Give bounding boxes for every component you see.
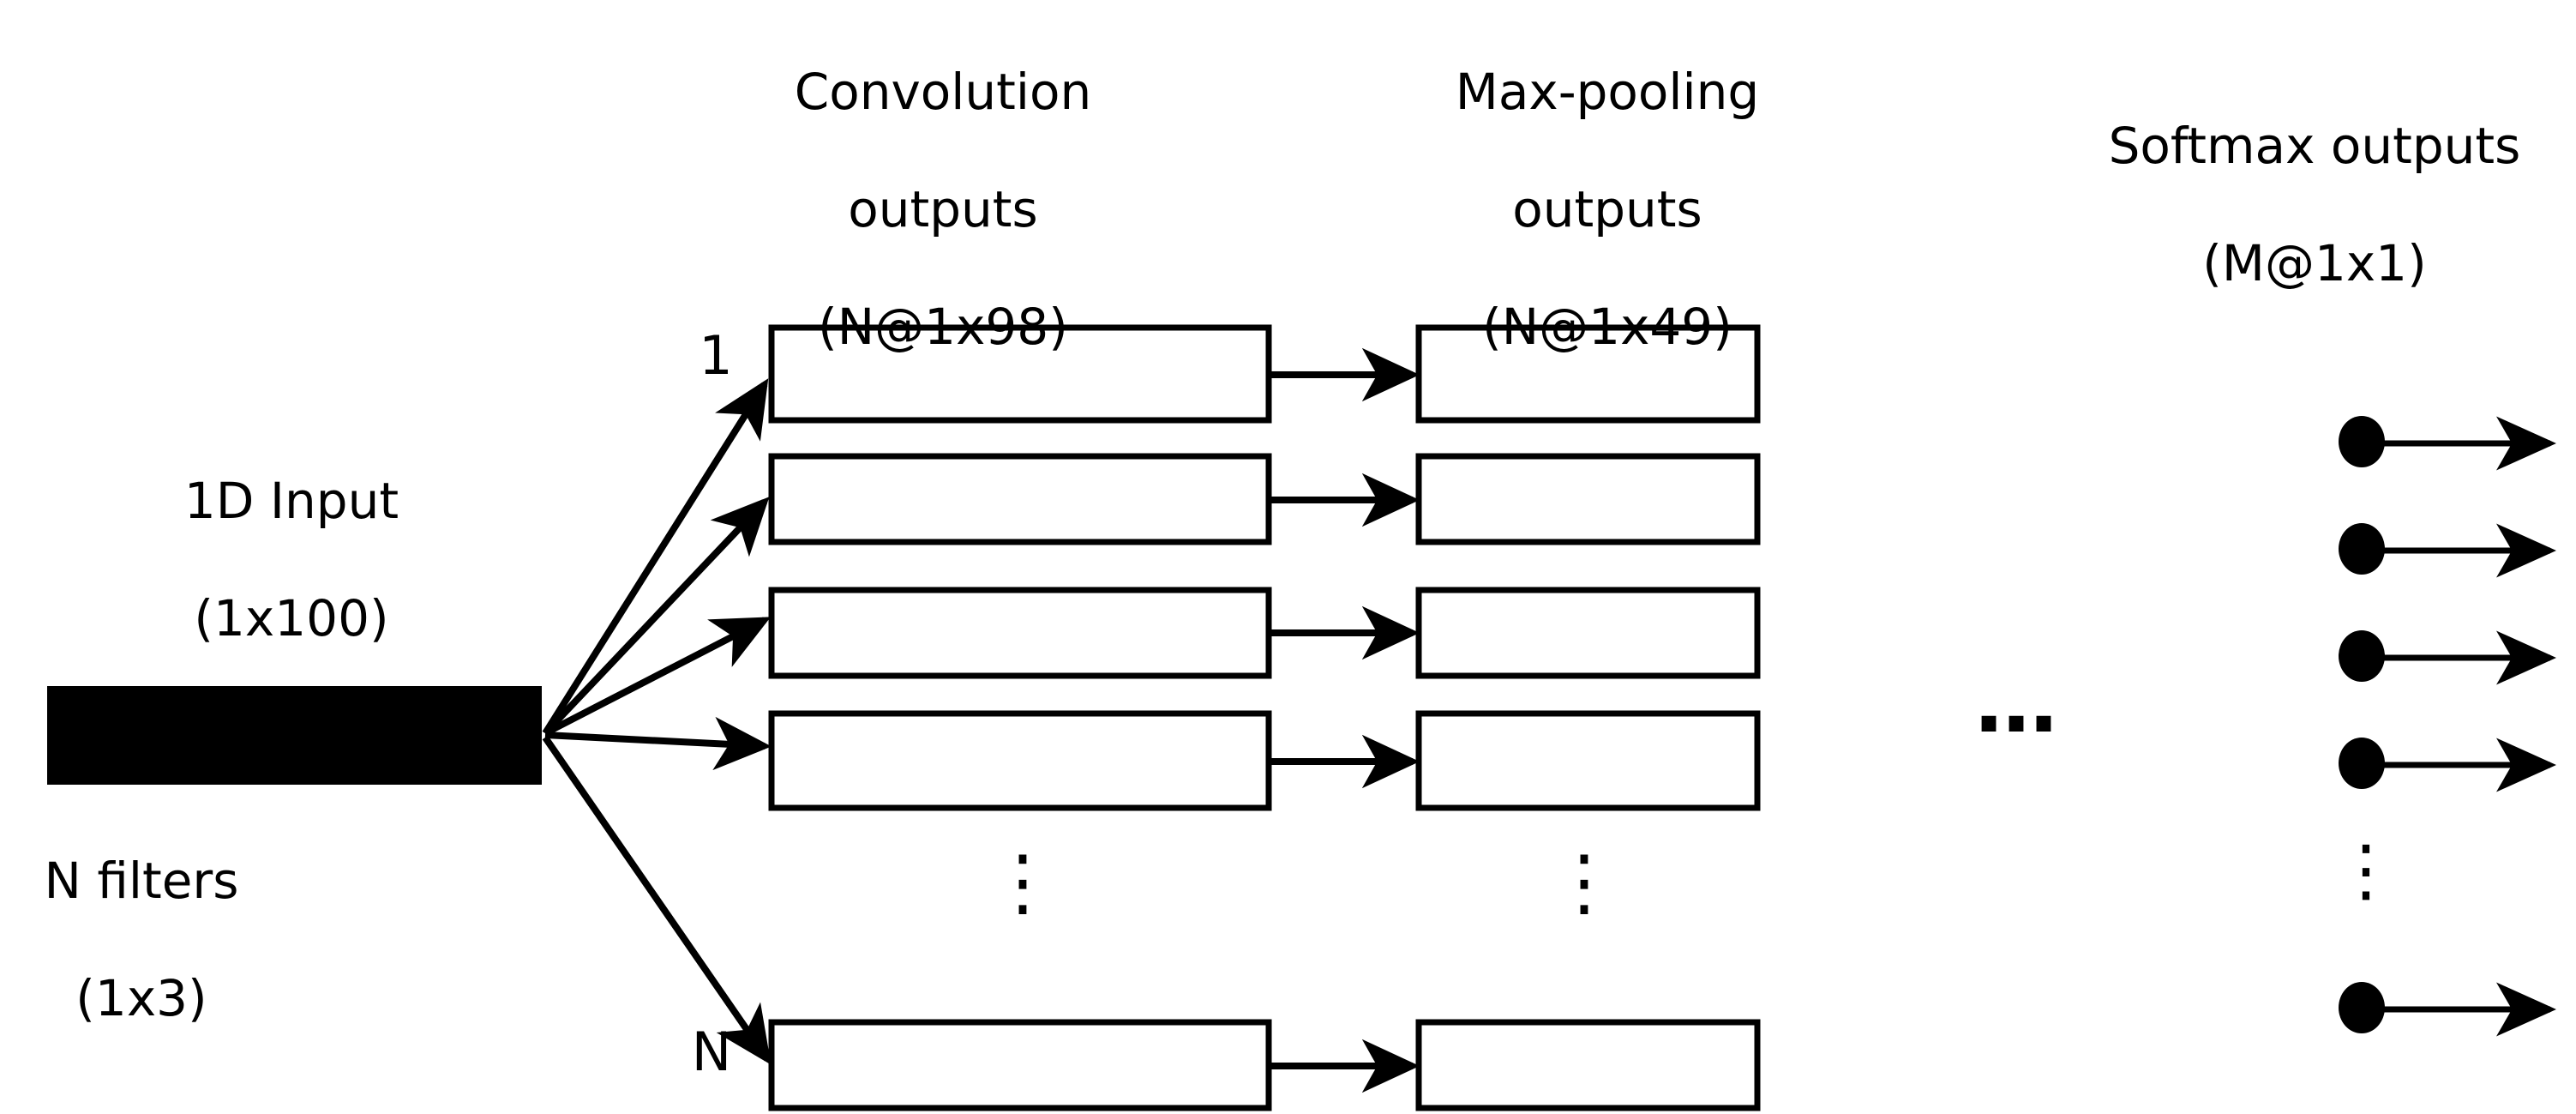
row-label-last: N: [691, 1021, 732, 1083]
convolution-column-ellipsis: ⋮: [986, 840, 1060, 925]
fanout-arrow-2: [543, 497, 770, 736]
softmax-node-4: [2339, 738, 2385, 789]
maxpooling-blocks: [1415, 324, 1761, 1111]
softmax-header-line1: Softmax outputs: [2108, 117, 2521, 176]
softmax-header: Softmax outputs (M@1x1): [2057, 58, 2572, 352]
maxpooling-header-line2: outputs: [1512, 180, 1702, 239]
convolution-block-2: [768, 453, 1272, 545]
fanout-arrow-1: [542, 378, 769, 736]
maxpooling-block-4: [1415, 710, 1761, 811]
maxpooling-block-n: [1415, 1019, 1761, 1111]
maxpooling-block-2: [1415, 453, 1761, 545]
maxpooling-header-line3: (N@1x49): [1482, 298, 1732, 357]
fanout-arrow-3: [543, 617, 772, 737]
input-bar: [47, 686, 542, 785]
softmax-output-arrows: [2380, 416, 2556, 1037]
input-title: 1D Input (1x100): [86, 413, 497, 707]
convolution-header: Convolution outputs (N@1x98): [720, 4, 1166, 415]
between-stages-ellipsis: …: [1975, 655, 2063, 751]
convolution-block-1: [768, 324, 1272, 424]
conv-to-pool-arrows: [1269, 347, 1420, 1093]
softmax-header-line2: (M@1x1): [2202, 234, 2427, 293]
convolution-header-line3: (N@1x98): [818, 298, 1068, 357]
maxpooling-column-ellipsis: ⋮: [1547, 840, 1621, 925]
maxpooling-block-1: [1415, 324, 1761, 424]
filters-caption-line1: N filters: [44, 852, 239, 911]
convolution-block-n: [768, 1019, 1272, 1111]
maxpooling-block-3: [1415, 587, 1761, 679]
softmax-node-m: [2339, 982, 2385, 1033]
fanout-arrows: [542, 378, 772, 1065]
input-title-line2: (1x100): [194, 589, 389, 648]
convolution-block-3: [768, 587, 1272, 679]
filters-caption: N filters (1x3): [0, 793, 283, 1087]
fanout-arrow-5: [542, 735, 772, 1065]
softmax-column-ellipsis: ⋮: [2332, 830, 2400, 910]
softmax-node-3: [2339, 630, 2385, 682]
row-label-first: 1: [699, 324, 733, 387]
convolution-block-4: [768, 710, 1272, 811]
softmax-node-2: [2339, 523, 2385, 575]
softmax-node-1: [2339, 416, 2385, 467]
fanout-arrow-4: [544, 716, 772, 771]
convolution-header-line2: outputs: [848, 180, 1038, 239]
maxpooling-header: Max-pooling outputs (N@1x49): [1406, 4, 1809, 415]
convolution-blocks: [768, 324, 1272, 1111]
filters-caption-line2: (1x3): [75, 969, 207, 1028]
input-title-line1: 1D Input: [183, 472, 399, 531]
maxpooling-header-line1: Max-pooling: [1455, 63, 1760, 122]
softmax-nodes: [2339, 416, 2385, 1033]
convolution-header-line1: Convolution: [794, 63, 1092, 122]
